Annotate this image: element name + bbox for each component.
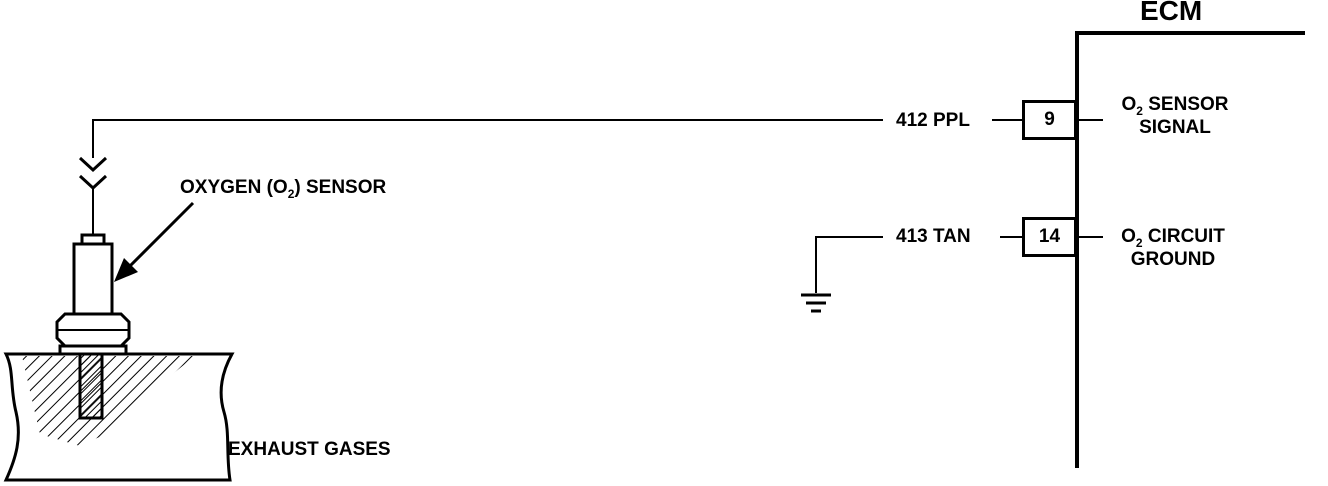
ecm-pin-9: 9 [1022,100,1077,140]
wire-label-413-tan: 413 TAN [896,226,971,247]
wire-label-412-ppl: 412 PPL [896,110,970,131]
ecm-pin-14: 14 [1022,217,1077,257]
pin-number: 9 [1044,109,1055,130]
ecm-box [1075,31,1305,468]
ecm-title: ECM [1140,0,1203,26]
ground-icon [801,293,831,313]
exhaust-label: EXHAUST GASES [228,439,391,460]
pin-9-function: O2 SENSOR SIGNAL [1121,94,1229,138]
connector-chevron-icon [78,156,108,191]
wire-412-ppl [92,119,1103,158]
sensor-label: OXYGEN (O2) SENSOR [180,177,387,201]
sensor-pointer-arrow [114,201,195,282]
pin-14-function: O2 CIRCUIT GROUND [1121,226,1225,270]
wire-413-tan [815,236,1103,293]
sensor-tip [78,352,104,420]
oxygen-sensor [55,233,131,356]
pin-number: 14 [1038,226,1061,247]
exhaust-pipe [3,352,235,482]
